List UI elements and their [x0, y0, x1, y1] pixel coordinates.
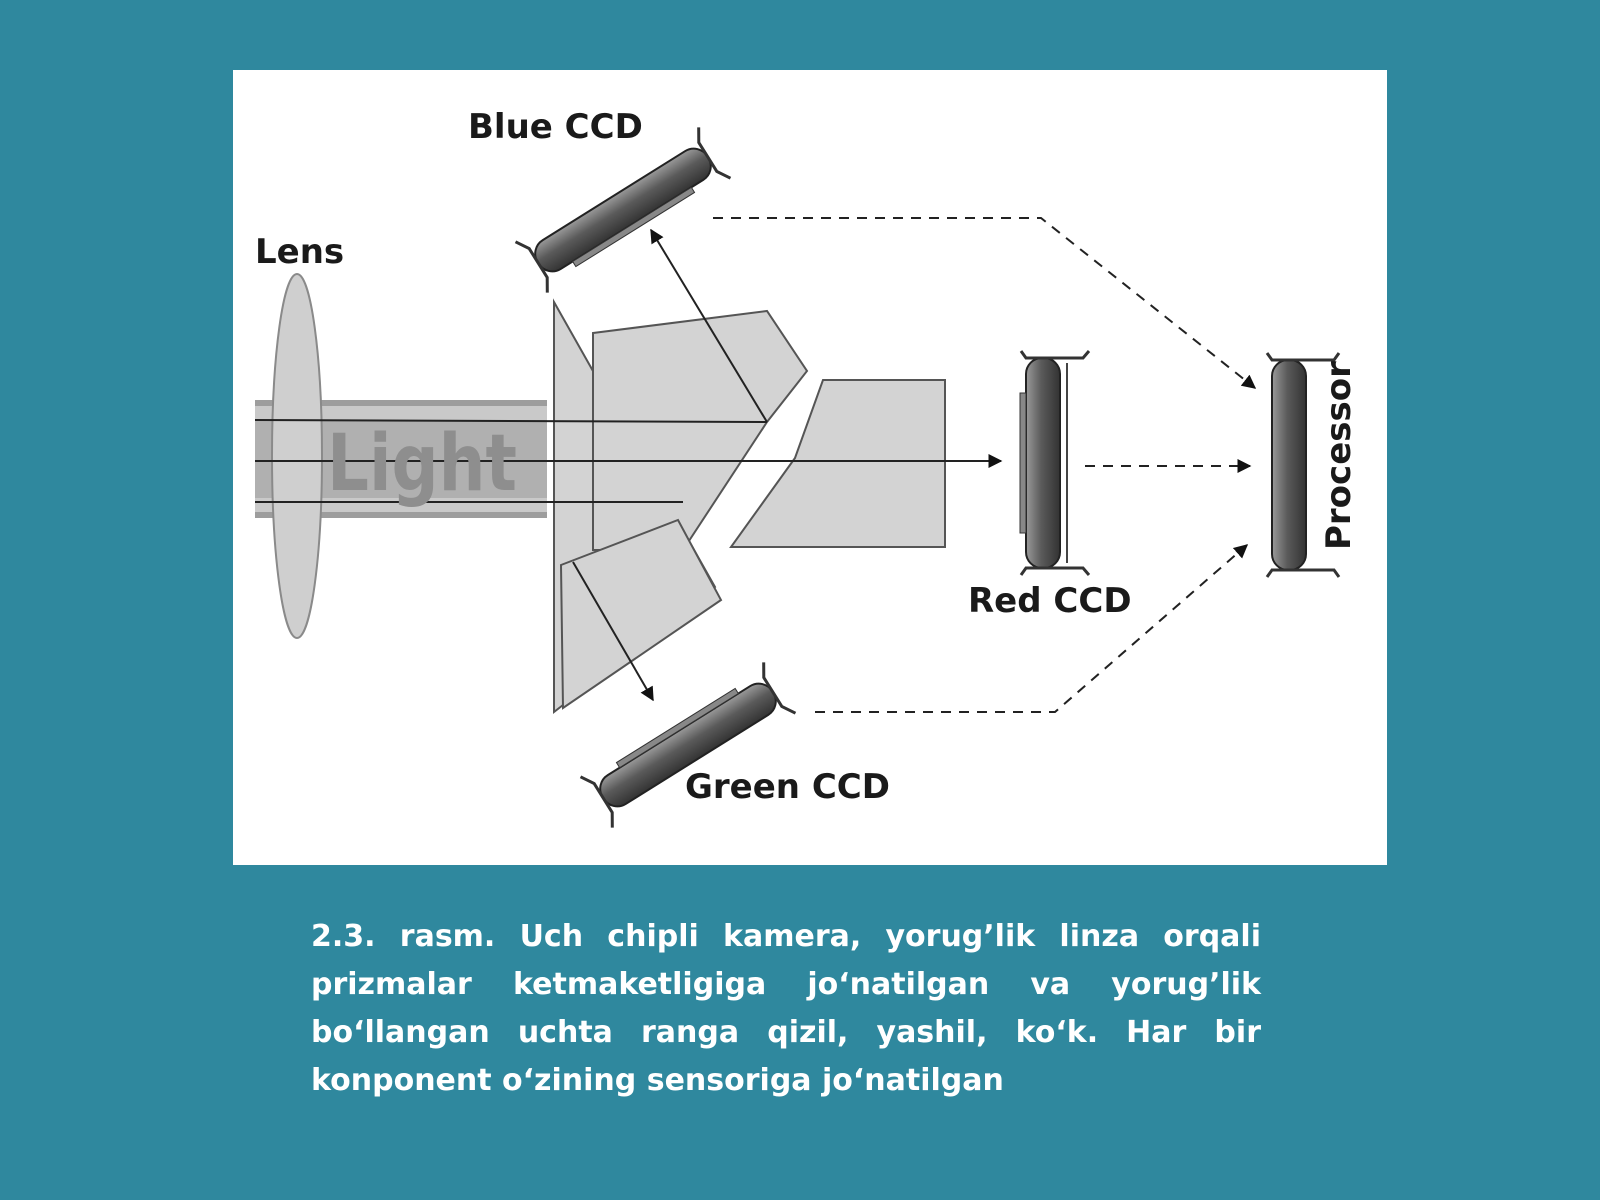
figure-caption: 2.3. rasm. Uch chipli kamera, yorug’lik …: [311, 919, 1261, 1098]
figure-panel: Light: [233, 70, 1387, 865]
light-label: Light: [327, 419, 517, 509]
processor-unit: [1265, 352, 1341, 578]
prism-assembly: [553, 298, 946, 715]
red-ccd-label: Red CCD: [968, 581, 1132, 621]
beam-lines: [254, 228, 1003, 702]
three-ccd-camera-diagram: Light: [254, 107, 1359, 828]
processor-label: Processor: [1319, 361, 1359, 550]
green-ccd-sensor: [579, 662, 797, 828]
blue-ccd-label: Blue CCD: [468, 107, 643, 147]
signal-paths: [713, 217, 1257, 713]
prism-red: [729, 379, 946, 548]
blue-ccd-sensor: [514, 127, 732, 293]
lens: [271, 273, 323, 639]
prism-green: [559, 518, 723, 710]
green-ccd-label: Green CCD: [685, 767, 890, 807]
red-ccd-sensor: [1019, 350, 1091, 576]
green-signal-path: [815, 544, 1249, 713]
blue-signal-path: [713, 217, 1257, 389]
lens-label: Lens: [255, 232, 344, 272]
